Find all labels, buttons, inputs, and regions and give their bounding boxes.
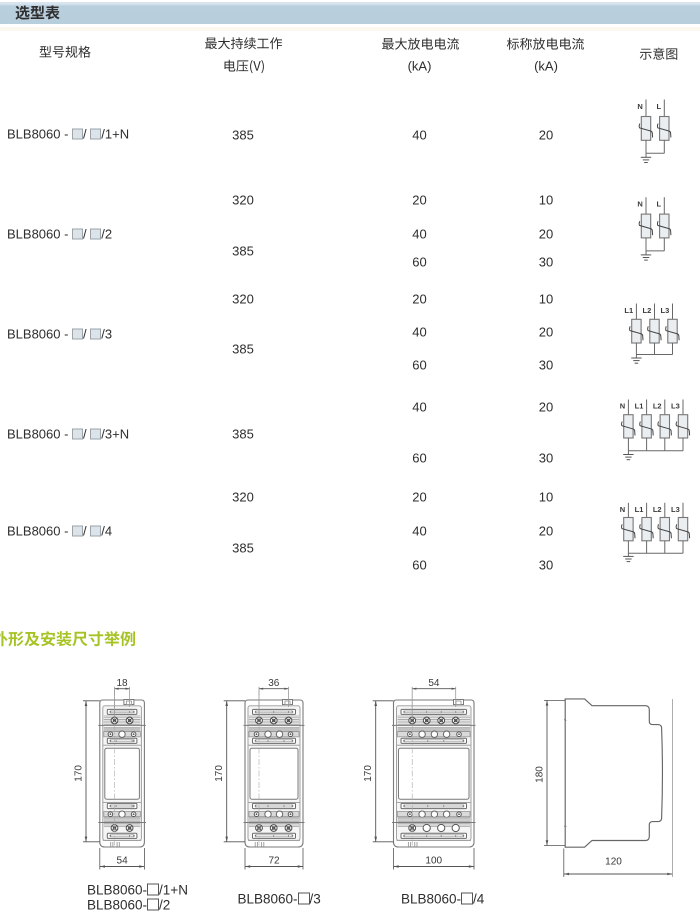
svg-text:L2: L2 [643,306,652,315]
svg-text:L1: L1 [624,306,633,315]
svg-text:N: N [637,200,642,209]
svg-text:36: 36 [268,678,280,689]
svg-text:54: 54 [117,855,129,866]
svg-text:170: 170 [214,765,225,782]
svg-text:N: N [620,402,625,411]
svg-text:L3: L3 [671,505,680,514]
svg-text:L1: L1 [635,402,644,411]
svg-text:L: L [657,102,662,111]
svg-text:170: 170 [74,765,85,782]
svg-text:L3: L3 [671,402,680,411]
svg-text:N: N [620,505,625,514]
svg-text:120: 120 [605,857,622,868]
svg-text:L3: L3 [661,306,670,315]
svg-text:72: 72 [268,855,280,866]
svg-text:L: L [657,200,662,209]
svg-text:L1: L1 [635,505,644,514]
svg-text:180: 180 [535,766,546,783]
svg-text:N: N [637,102,642,111]
svg-text:L2: L2 [653,402,662,411]
svg-text:18: 18 [116,678,128,689]
svg-text:170: 170 [363,765,374,782]
svg-text:100: 100 [425,855,442,866]
svg-text:54: 54 [428,678,440,689]
svg-text:L2: L2 [653,505,662,514]
